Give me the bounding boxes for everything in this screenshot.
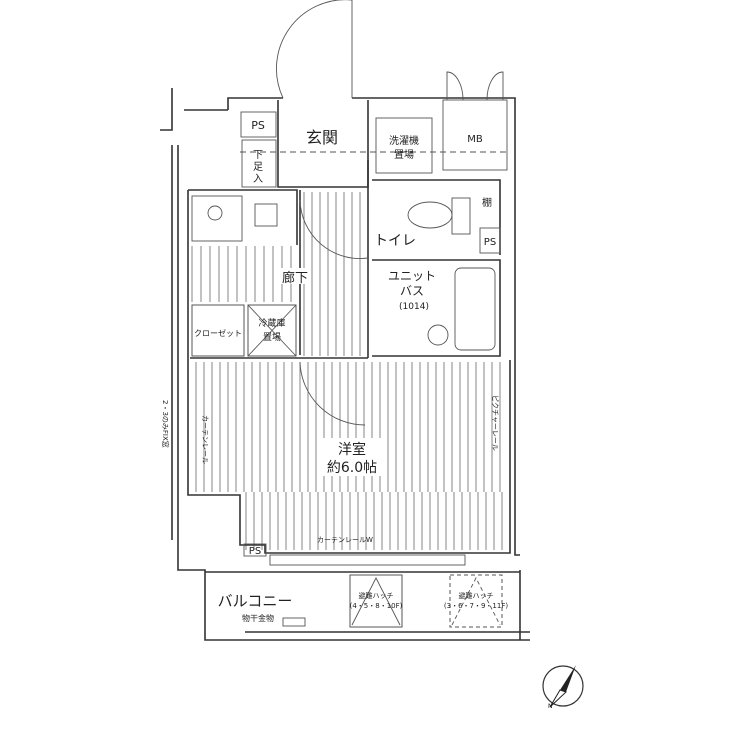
shoe-box-label-3: 入 (253, 174, 263, 185)
toilet-label: トイレ (374, 233, 416, 249)
ps-box-2 (479, 227, 501, 254)
curtain-rail-label: カーテンレール (201, 415, 209, 464)
western-room-size: 約6.0帖 (327, 460, 377, 476)
closet-label: クローゼット (194, 328, 242, 338)
hatch-b-label: 避難ハッチ (459, 591, 494, 600)
corridor-label-bg (280, 268, 310, 284)
washbasin-icon (427, 324, 449, 346)
washer-label-2: 置場 (394, 148, 414, 161)
shoe-box (241, 139, 277, 188)
meter-box (442, 99, 508, 171)
unit-bath-label-2: バス (400, 284, 424, 298)
evacuation-hatch-a (349, 574, 403, 628)
hatch-b-ladder (451, 577, 501, 626)
ps-label-1: PS (251, 119, 265, 132)
fix-window-label: 2・3のみFIX窓 (161, 400, 170, 448)
hatch-a-label: 避難ハッチ (359, 591, 394, 600)
clothes-pole-icon (282, 617, 306, 627)
room-door-swing (299, 361, 366, 426)
western-room-label: 洋室 (338, 441, 366, 458)
mb-label: MB (467, 134, 483, 145)
north-label: N (548, 703, 553, 710)
balcony-window (269, 554, 466, 566)
shoe-box-label-2: 足 (253, 161, 263, 173)
toilet-tank-icon (451, 197, 471, 235)
ps-box-1 (240, 111, 277, 138)
evacuation-hatch-b (449, 574, 503, 628)
hatch-a-ladder (351, 577, 401, 626)
walls (160, 88, 530, 641)
kitchen-sink (191, 195, 243, 242)
ps-box-3 (243, 543, 267, 557)
hatch-a-floors: (4・5・8・10F) (350, 602, 403, 610)
toilet-door-swing (299, 199, 369, 259)
fridge-label-2: 置場 (263, 331, 281, 343)
washer-space (375, 117, 433, 174)
picture-rail-label: ピクチャーレール (491, 395, 499, 451)
clothes-pole-label: 物干金物 (242, 613, 274, 623)
hatch-b-floors: (3・6・7・9・11F) (444, 602, 508, 610)
room-label-bg (320, 438, 384, 476)
unit-bath-label-1: ユニット (388, 269, 436, 283)
fridge-label-1: 冷蔵庫 (258, 317, 285, 329)
ps-label-2: PS (484, 237, 496, 248)
toilet-bowl-icon (407, 201, 453, 229)
unit-bath-label-3: (1014) (399, 302, 429, 312)
bathtub-icon (454, 267, 496, 351)
washer-label-1: 洗濯機 (389, 134, 419, 147)
shoe-box-label-1: 下 (253, 150, 263, 161)
flooring-stripes (191, 192, 503, 550)
entrance-door (276, 0, 353, 99)
sink-icon (207, 205, 223, 221)
balcony-label: バルコニー (218, 592, 293, 610)
shelf-label: 棚 (482, 196, 492, 209)
fridge-cross (247, 304, 297, 357)
ps-label-3: PS (249, 546, 261, 557)
entrance-label: 玄関 (306, 128, 338, 147)
north-compass-icon: N (542, 665, 584, 710)
closet (191, 304, 245, 357)
stove-icon (254, 203, 278, 227)
curtain-rail-w-label: カーテンレールW (317, 536, 373, 544)
mb-doors (446, 71, 504, 101)
corridor-label: 廊下 (282, 270, 308, 286)
